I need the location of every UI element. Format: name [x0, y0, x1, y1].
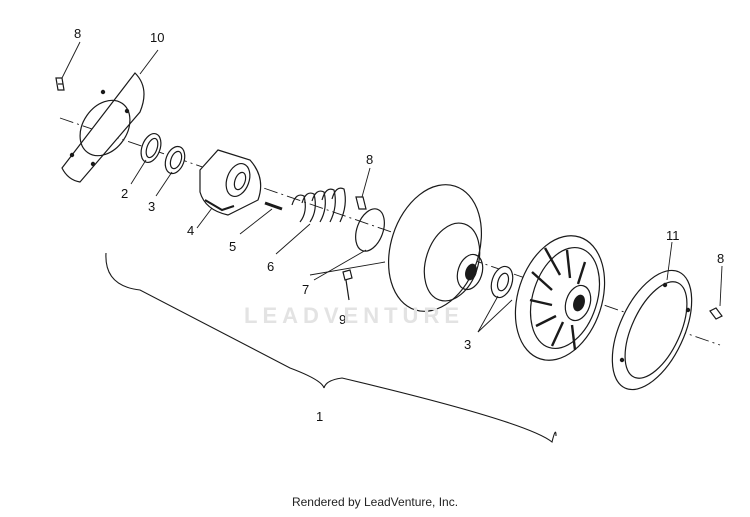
part-screw-right: [709, 307, 723, 320]
callout-3-left: 3: [148, 199, 156, 214]
callout-3-right: 3: [464, 337, 472, 352]
watermark: LEADVENTURE: [244, 303, 465, 328]
part-retaining-ring: [355, 208, 385, 252]
part-pin: [264, 201, 283, 211]
callout-11: 11: [666, 228, 680, 243]
leader-lines: [61, 41, 723, 333]
part-screw-center: [355, 196, 367, 210]
callout-7: 7: [302, 282, 310, 297]
callout-5: 5: [229, 239, 237, 254]
callout-1: 1: [316, 409, 324, 424]
footer-credit: Rendered by LeadVenture, Inc.: [291, 495, 459, 509]
part-washer-left: [164, 145, 186, 175]
part-sheave: [387, 184, 484, 312]
part-movable-sheave: [514, 235, 606, 361]
callout-8-center: 8: [366, 152, 374, 167]
part-bushing: [490, 265, 514, 299]
callout-9: 9: [339, 312, 347, 327]
callout-8-top-left: 8: [74, 26, 82, 41]
callout-10: 10: [150, 30, 165, 45]
callout-2: 2: [121, 186, 129, 201]
callout-8-right: 8: [717, 251, 725, 266]
callout-6: 6: [267, 259, 275, 274]
callout-4: 4: [187, 223, 195, 238]
assembly-bracket: [105, 252, 557, 443]
part-bolt: [342, 269, 353, 301]
part-spring: [291, 187, 346, 223]
part-ring: [140, 132, 162, 164]
part-cam: [199, 149, 262, 216]
part-outer-cover: [611, 269, 693, 391]
part-screw-top-left: [55, 77, 65, 91]
part-cover-plate: [61, 72, 145, 183]
axis-line: [59, 117, 721, 346]
